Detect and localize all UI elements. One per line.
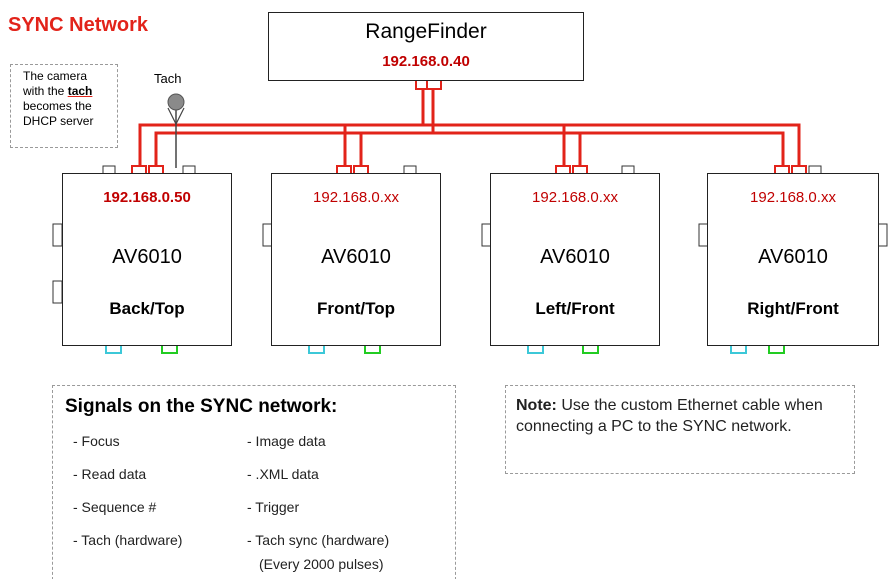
cable-upper-left [138,88,425,168]
signal-item: - Trigger [247,499,300,515]
cable-cam2 [343,125,363,168]
camera-ip: 192.168.0.xx [532,189,618,206]
cable-lower-right [433,131,785,168]
note-text: Use the custom Ethernet cable when conne… [516,397,823,435]
camera-position: Left/Front [535,299,615,318]
cable-cam3 [562,125,582,168]
signal-item: - Tach (hardware) [73,532,183,548]
camera-position: Back/Top [109,299,185,318]
tach-label: Tach [154,71,182,86]
camera-model: AV6010 [321,246,391,268]
rangefinder-device: RangeFinder 192.168.0.40 [268,12,584,81]
dhcp-note-line-2-prefix: with the [23,84,68,98]
signal-item: - Read data [73,466,147,482]
camera-model: AV6010 [112,246,182,268]
signals-box: Signals on the SYNC network: - Focus - R… [52,385,456,579]
camera-model: AV6010 [758,246,828,268]
tach-sensor-icon [167,93,185,168]
dhcp-server-note: The camera with the tach becomes the DHC… [10,64,118,148]
camera-position: Front/Top [316,299,396,318]
rangefinder-ip: 192.168.0.40 [382,53,470,70]
signal-item-note: (Every 2000 pulses) [259,556,384,572]
sync-cables [138,88,801,168]
rangefinder-ports [415,79,442,90]
camera-ip: 192.168.0.xx [313,189,399,206]
signal-item: - .XML data [247,466,319,482]
camera-ethernet-ports [131,165,807,175]
camera-model: AV6010 [540,246,610,268]
signal-item: - Sequence # [73,499,157,515]
dhcp-note-line-2: with the tach [23,84,113,99]
diagram-title: SYNC Network [8,14,149,36]
signal-item: - Focus [73,433,120,449]
camera-right-front: 192.168.0.xx AV6010 Right/Front [707,173,879,346]
dhcp-note-line-1: The camera [23,69,88,83]
camera-left-front: 192.168.0.xx AV6010 Left/Front [490,173,660,346]
dhcp-note-line-4: DHCP server [23,114,94,128]
camera-ip: 192.168.0.50 [103,189,191,206]
camera-front-top: 192.168.0.xx AV6010 Front/Top [271,173,441,346]
signals-heading: Signals on the SYNC network: [65,396,338,417]
ethernet-cable-note: Note: Use the custom Ethernet cable when… [505,385,855,474]
dhcp-note-tach-word: tach [67,84,93,98]
rangefinder-name: RangeFinder [365,20,487,43]
cable-upper-right [423,123,801,168]
dhcp-note-line-3: becomes the [23,99,92,113]
signal-item: - Image data [247,433,326,449]
camera-bottom-ports [105,344,785,354]
camera-back-top: 192.168.0.50 AV6010 Back/Top [62,173,232,346]
note-label: Note: [516,397,557,414]
camera-position: Right/Front [747,299,839,318]
signal-item: - Tach sync (hardware) [247,532,390,548]
camera-ip: 192.168.0.xx [750,189,836,206]
cable-lower-left [154,88,435,168]
